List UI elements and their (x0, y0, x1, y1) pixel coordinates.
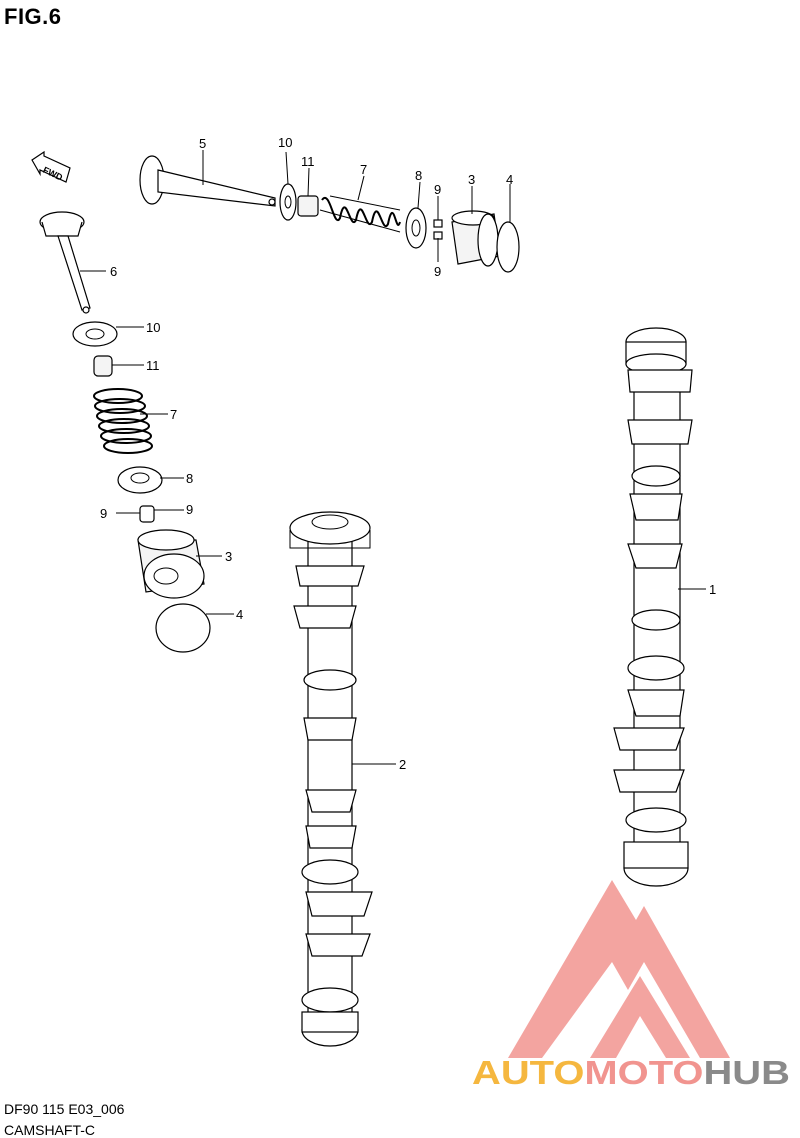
callout-9-top-lower: 9 (434, 264, 441, 279)
callout-6: 6 (110, 264, 117, 279)
callout-11-left: 11 (146, 358, 160, 373)
callout-8-top: 8 (415, 168, 422, 183)
diagram-name: CAMSHAFT-C (4, 1122, 95, 1138)
callout-5: 5 (199, 136, 206, 151)
callout-7-top: 7 (360, 162, 367, 177)
callout-4-left: 4 (236, 607, 243, 622)
valve-cotter-lower-part (433, 231, 443, 240)
diagram-code: DF90 115 E03_006 (4, 1101, 125, 1117)
valve-spring-part (319, 195, 401, 233)
intake-valve-part (39, 211, 91, 314)
callout-numbers: 5 10 11 7 8 9 9 3 4 6 10 11 7 8 9 9 3 4 … (100, 135, 716, 772)
valve-cotter-upper-part (433, 219, 443, 228)
valve-assembly-horizontal (139, 155, 520, 273)
valve-stem-seal-part-2 (93, 355, 113, 377)
camshaft-2-part (289, 511, 373, 1047)
valve-shim-part (496, 221, 520, 273)
valve-lifter-part-2 (137, 529, 205, 599)
watermark-hub: HUB (703, 1054, 790, 1091)
valve-stem-seal-part (297, 195, 319, 217)
spring-seat-part (279, 183, 297, 221)
callout-9-left-a: 9 (100, 506, 107, 521)
callout-2: 2 (399, 757, 406, 772)
callout-4-top: 4 (506, 172, 513, 187)
callout-9-top-upper: 9 (434, 182, 441, 197)
watermark-moto: MOTO (584, 1054, 703, 1091)
valve-retainer-part-2 (117, 466, 163, 494)
callout-8-left: 8 (186, 471, 193, 486)
valve-shim-part-2 (155, 603, 211, 653)
valve-cotter-part-2 (139, 505, 155, 523)
callout-3-left: 3 (225, 549, 232, 564)
callout-3-top: 3 (468, 172, 475, 187)
callout-10-left: 10 (146, 320, 160, 335)
callout-10-top: 10 (278, 135, 292, 150)
callout-7-left: 7 (170, 407, 177, 422)
spring-seat-part-2 (72, 321, 118, 347)
valve-spring-part-2 (93, 388, 153, 454)
valve-assembly-vertical (39, 211, 211, 653)
callout-1: 1 (709, 582, 716, 597)
fwd-arrow-icon: FWD (31, 150, 71, 183)
callout-9-left-b: 9 (186, 502, 193, 517)
watermark-auto: AUTO (472, 1054, 584, 1091)
leader-lines (80, 150, 706, 765)
figure-title: FIG.6 (4, 4, 62, 29)
callout-11-top: 11 (301, 154, 315, 169)
valve-lifter-part (451, 210, 501, 267)
exhaust-valve-part (139, 155, 276, 207)
camshaft-1-part (613, 327, 693, 887)
valve-retainer-part (405, 207, 427, 249)
